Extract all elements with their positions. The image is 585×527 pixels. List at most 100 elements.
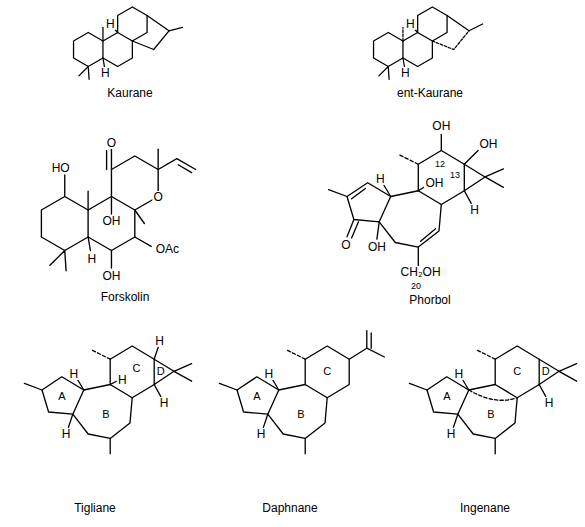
ring-skeleton — [347, 151, 464, 248]
ingenane-skeleton — [409, 346, 576, 454]
atom-label: H — [400, 67, 411, 79]
bond-line — [174, 364, 192, 382]
bond-line — [349, 348, 384, 359]
atom-label: OAc — [155, 243, 180, 255]
atom-label: H — [264, 368, 275, 380]
ring-skeleton — [374, 7, 448, 67]
bond-line — [24, 383, 42, 390]
atom-label: H — [405, 18, 416, 30]
ring-skeleton — [74, 7, 148, 67]
bond-line — [539, 359, 559, 384]
bond-line — [441, 134, 442, 150]
bond-line — [110, 381, 117, 384]
bond-line — [367, 331, 371, 349]
atom-label: OH — [424, 177, 444, 189]
bond-line — [495, 438, 496, 453]
bond-line — [103, 58, 104, 67]
structure-name: Kaurane — [106, 87, 153, 99]
bond-line — [111, 197, 112, 215]
phorbol-structure — [329, 134, 504, 265]
ring-letter: B — [297, 409, 304, 420]
bond-line — [409, 383, 427, 390]
ring-letter: D — [542, 366, 550, 377]
bond-line — [110, 438, 111, 453]
atom-label: H — [100, 67, 111, 79]
tigliane-skeleton — [24, 346, 191, 454]
structure-name: Tigliane — [73, 502, 117, 514]
structure-name: Ingenane — [459, 502, 511, 514]
bond-line — [352, 188, 366, 198]
atom-label: H — [375, 173, 386, 185]
bond-line — [421, 229, 436, 242]
atom-label: O — [153, 191, 164, 203]
bond-line — [79, 67, 89, 80]
bond-line — [464, 191, 471, 204]
atom-label: H — [86, 253, 97, 265]
atom-label: H — [61, 428, 72, 440]
bond-line — [64, 175, 65, 197]
atom-label: OH — [431, 120, 451, 132]
bond-line — [485, 169, 503, 187]
ring-letter: A — [58, 390, 65, 401]
atom-label: O — [106, 137, 117, 149]
bond-line — [469, 24, 483, 31]
bond-line — [93, 350, 111, 359]
bond-line — [347, 220, 359, 238]
ring-letter: B — [487, 409, 494, 420]
atom-label: H — [446, 428, 457, 440]
ring-skeleton — [427, 346, 539, 438]
bond-line — [68, 414, 72, 427]
ring-letter: C — [513, 366, 521, 377]
atom-label: H — [256, 428, 267, 440]
bond-line — [464, 151, 478, 165]
ent-kaurane-structure — [374, 7, 483, 79]
bond-line — [111, 251, 112, 269]
bond-line — [478, 350, 496, 359]
ring-letter: D — [157, 366, 165, 377]
bond-line — [169, 27, 183, 30]
atom-label: H — [454, 368, 465, 380]
bond-line — [539, 385, 546, 397]
kaurane-structure — [74, 7, 183, 79]
bond-line — [400, 155, 418, 164]
bond-line — [154, 346, 158, 359]
bond-line — [107, 149, 112, 169]
atom-label: H — [117, 374, 128, 386]
locant-number: 13 — [450, 170, 460, 179]
bond-line — [418, 247, 419, 265]
ring-letter: B — [102, 409, 109, 420]
atom-label: H — [159, 397, 170, 409]
bond-line — [272, 379, 279, 390]
bond-line — [154, 385, 161, 397]
bond-line — [50, 251, 66, 271]
atom-label: H — [544, 397, 555, 409]
ring-letter: C — [323, 366, 331, 377]
daphnane-skeleton — [219, 331, 384, 454]
ring-skeleton — [42, 346, 154, 438]
atom-label: H — [469, 204, 480, 216]
atom-label: OH — [102, 215, 122, 227]
bond-line — [77, 379, 84, 390]
bond-line — [219, 383, 237, 390]
bond-line — [559, 364, 577, 382]
bond-line — [87, 191, 88, 210]
bond-line — [329, 190, 347, 197]
bond-line — [102, 27, 103, 41]
atom-label: HO — [51, 162, 71, 174]
structure-name: Daphnane — [261, 502, 318, 514]
bond-line — [88, 237, 90, 251]
bond-line — [402, 27, 403, 41]
forskolin-structure — [41, 149, 195, 271]
bond-line — [379, 67, 389, 80]
atom-label: OH — [367, 241, 387, 253]
locant-number: 12 — [435, 160, 445, 169]
locant-number: 20 — [411, 282, 421, 291]
bond-line — [263, 414, 267, 427]
bond-line — [453, 414, 457, 427]
ring-letter: C — [133, 363, 141, 374]
bond-line — [135, 210, 145, 224]
bond-line — [154, 359, 174, 384]
bond-line — [403, 58, 404, 67]
